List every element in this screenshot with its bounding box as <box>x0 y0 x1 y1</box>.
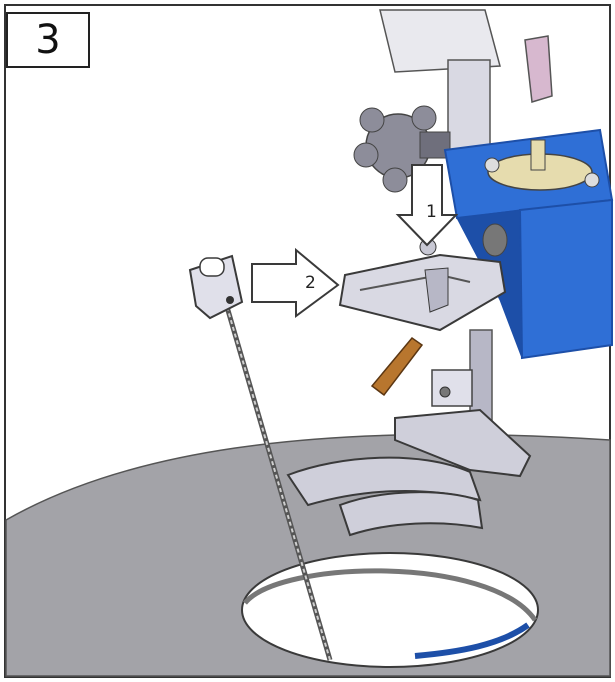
threader-tool <box>188 254 333 661</box>
opening-rim <box>243 568 538 622</box>
adjustment-knob <box>353 105 451 193</box>
bar-clamp <box>431 369 473 407</box>
top-bracket <box>379 9 501 73</box>
presser-clip <box>338 238 507 332</box>
bobbin-edge <box>414 622 530 659</box>
presser-foot <box>286 408 532 537</box>
presser-bar <box>447 59 491 159</box>
step-number-box: 3 <box>6 12 90 68</box>
arrow-2-label: 2 <box>305 273 316 293</box>
bronze-tube <box>370 336 424 397</box>
arrow-1-label: 1 <box>426 202 437 222</box>
pink-lever <box>524 35 553 103</box>
clamp-screw <box>439 386 451 398</box>
step-number: 3 <box>35 17 61 63</box>
tension-spring <box>482 223 508 257</box>
blue-housing <box>443 128 614 360</box>
arrow-2-icon <box>251 247 340 318</box>
arrow-1-icon <box>395 164 459 247</box>
